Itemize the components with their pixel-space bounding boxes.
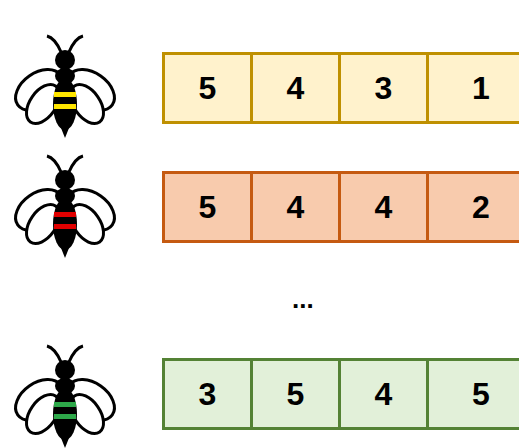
- array-cell: 1: [426, 52, 519, 124]
- yellow-bee: [8, 36, 122, 138]
- array-cell: 5: [162, 52, 253, 124]
- cell-value: 3: [199, 376, 217, 413]
- cell-value: 2: [472, 189, 490, 226]
- array-cell: 3: [162, 358, 253, 430]
- cell-value: 5: [199, 70, 217, 107]
- array-cell: 4: [338, 171, 429, 243]
- array-cell: 4: [338, 358, 429, 430]
- cell-value: 5: [199, 189, 217, 226]
- cell-value: 4: [375, 189, 393, 226]
- cell-value: 3: [375, 70, 393, 107]
- cell-value: 1: [472, 70, 490, 107]
- ellipsis-label: ...: [292, 284, 314, 315]
- cell-value: 4: [287, 70, 305, 107]
- array-cell: 4: [250, 171, 341, 243]
- array-cell: 2: [426, 171, 519, 243]
- cell-value: 4: [287, 189, 305, 226]
- array-cell: 5: [250, 358, 341, 430]
- cell-value: 5: [472, 376, 490, 413]
- array-cell: 4: [250, 52, 341, 124]
- array-cell: 5: [426, 358, 519, 430]
- green-bee: [8, 346, 122, 448]
- array-cell: 5: [162, 171, 253, 243]
- cell-value: 5: [287, 376, 305, 413]
- array-cell: 3: [338, 52, 429, 124]
- cell-value: 4: [375, 376, 393, 413]
- red-bee: [8, 156, 122, 258]
